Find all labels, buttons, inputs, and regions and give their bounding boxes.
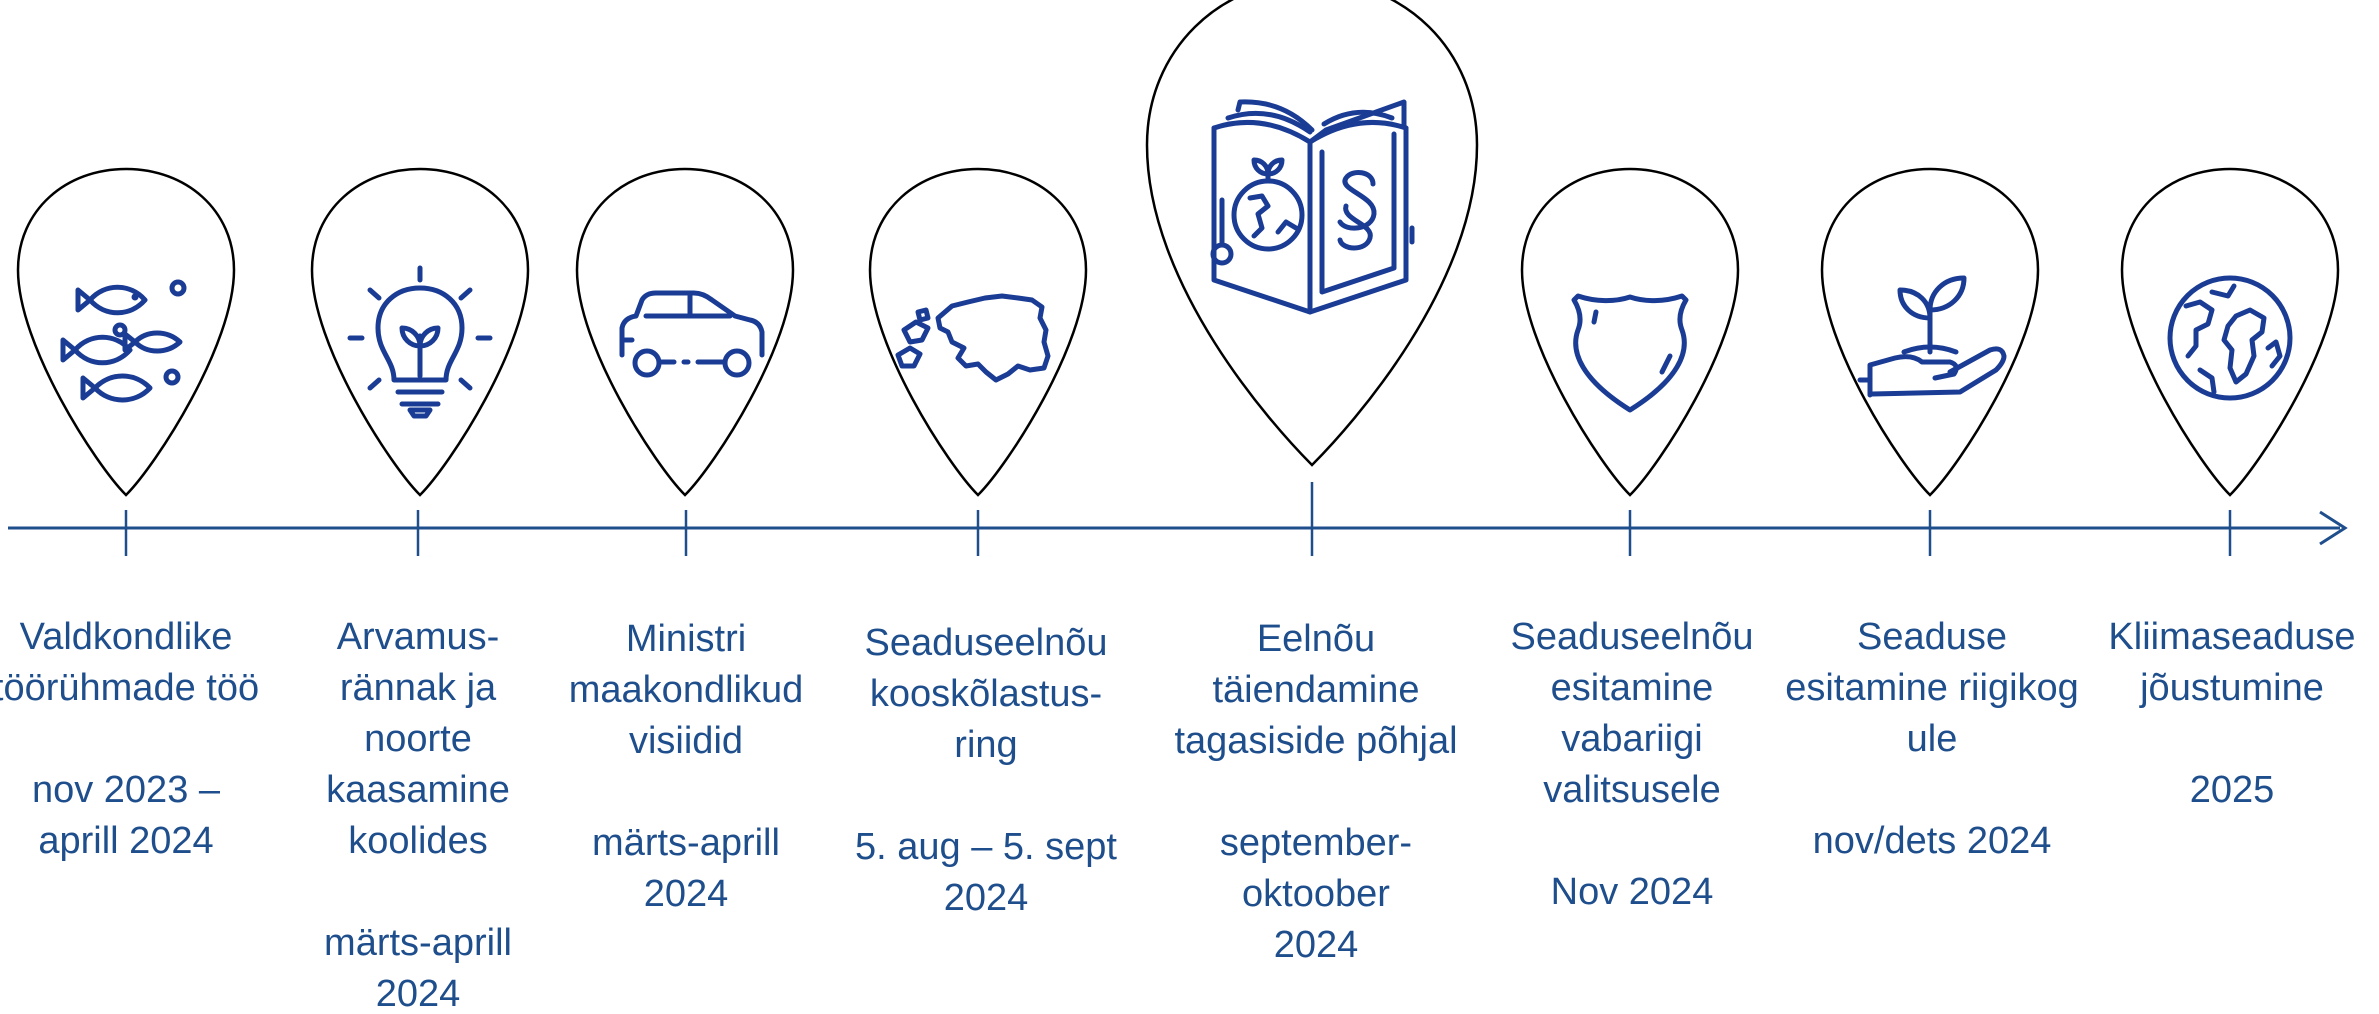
label-line: 2025 — [2189, 769, 2275, 811]
label-line: nov/dets 2024 — [1812, 820, 2052, 862]
label-line: ule — [1906, 718, 1958, 760]
label-line: täiendamine — [1212, 669, 1420, 711]
label-line: 5. aug – 5. sept — [855, 826, 1117, 868]
label-line: 2024 — [943, 877, 1029, 919]
milestone-label-5: Eelnõu täiendamine tagasiside põhjal septe… — [1174, 614, 1457, 971]
milestone-label-7: Seaduse esitamine riigikog ule nov/dets 20… — [1785, 612, 2079, 867]
milestone-title-1: Valdkondlike töörühmade töö — [0, 612, 259, 714]
label-line: Seaduse — [1856, 616, 2008, 658]
milestone-label-1: Valdkondlike töörühmade töö nov 2023 – apr… — [0, 612, 259, 867]
milestone-title-8: Kliimaseaduse jõustumine — [2108, 612, 2355, 714]
milestone-date-5: september-oktoober 2024 — [1174, 818, 1457, 971]
milestone-date-4: 5. aug – 5. sept 2024 — [855, 822, 1117, 924]
label-line: 2024 — [375, 973, 461, 1014]
label-line: kaasamine — [326, 769, 510, 811]
milestone-date-8: 2025 — [2108, 765, 2355, 816]
label-line: september- — [1219, 822, 1413, 864]
label-line: oktoober — [1242, 873, 1390, 915]
pin-marker-8 — [2120, 167, 2340, 497]
label-line: esitamine — [1550, 667, 1714, 709]
label-line: Eelnõu — [1256, 618, 1376, 660]
milestone-label-4: Seaduseelnõu kooskõlastus-ring 5. aug – 5… — [855, 618, 1117, 924]
milestone-label-6: Seaduseelnõu esitamine vabariigi valitsusel… — [1511, 612, 1754, 918]
label-line: Ministri — [625, 618, 747, 660]
milestone-date-7: nov/dets 2024 — [1785, 816, 2079, 867]
milestone-date-2: märts-aprill 2024 — [324, 918, 512, 1014]
label-line: nov 2023 – — [31, 769, 221, 811]
hand-plant-icon — [1857, 275, 2007, 398]
label-line: 2024 — [1273, 924, 1359, 966]
label-line: kooskõlastus- — [869, 673, 1103, 715]
pin-marker-6 — [1520, 167, 1740, 497]
milestone-title-6: Seaduseelnõu esitamine vabariigi valitsusel… — [1511, 612, 1754, 816]
milestone-date-1: nov 2023 – aprill 2024 — [0, 765, 259, 867]
milestone-label-3: Ministri maakondlikud visiidid märts-april… — [569, 614, 803, 920]
label-line: jõustumine — [2140, 667, 2324, 709]
label-line: ring — [954, 724, 1018, 766]
label-line: visiidid — [628, 720, 744, 762]
label-line: Nov 2024 — [1550, 871, 1714, 913]
label-line: Kliimaseaduse — [2108, 616, 2356, 658]
estonia-map-icon — [895, 293, 1051, 383]
law-book-icon — [1210, 99, 1415, 315]
label-line: vabariigi — [1561, 718, 1703, 760]
milestone-label-8: Kliimaseaduse jõustumine 2025 — [2108, 612, 2355, 816]
label-line: märts-aprill — [324, 922, 512, 964]
fish-icon — [60, 279, 187, 403]
milestone-date-6: Nov 2024 — [1511, 867, 1754, 918]
milestone-title-5: Eelnõu täiendamine tagasiside põhjal — [1174, 614, 1457, 767]
label-line: Valdkondlike — [19, 616, 233, 658]
pin-marker-2 — [310, 167, 530, 497]
label-line: töörühmade töö — [0, 667, 260, 709]
label-line: Seaduseelnõu — [1510, 616, 1754, 658]
milestone-title-3: Ministri maakondlikud visiidid — [569, 614, 803, 767]
label-line: Seaduseelnõu — [864, 622, 1108, 664]
label-line: tagasiside põhjal — [1174, 720, 1458, 762]
label-line: valitsusele — [1543, 769, 1721, 811]
shield-icon — [1571, 293, 1689, 413]
globe-icon — [2167, 275, 2293, 401]
milestone-title-7: Seaduse esitamine riigikog ule — [1785, 612, 2079, 765]
milestone-title-2: Arvamus-rännak ja noorte kaasamine koolides — [324, 612, 512, 867]
milestone-label-2: Arvamus-rännak ja noorte kaasamine koolides… — [324, 612, 512, 1014]
label-line: noorte — [364, 718, 472, 760]
label-line: maakondlikud — [568, 669, 804, 711]
label-line: koolides — [348, 820, 488, 862]
timeline-arrowhead — [2319, 510, 2348, 546]
label-line: esitamine riigikog — [1785, 667, 2079, 709]
label-line: 2024 — [643, 873, 729, 915]
milestone-date-3: märts-aprill 2024 — [569, 818, 803, 920]
label-line: rännak ja — [339, 667, 497, 709]
label-line: aprill 2024 — [38, 820, 214, 862]
car-icon — [619, 290, 765, 378]
lightbulb-icon — [347, 265, 493, 419]
label-line: märts-aprill — [592, 822, 780, 864]
label-line: Arvamus- — [336, 616, 500, 658]
milestone-title-4: Seaduseelnõu kooskõlastus-ring — [855, 618, 1117, 771]
